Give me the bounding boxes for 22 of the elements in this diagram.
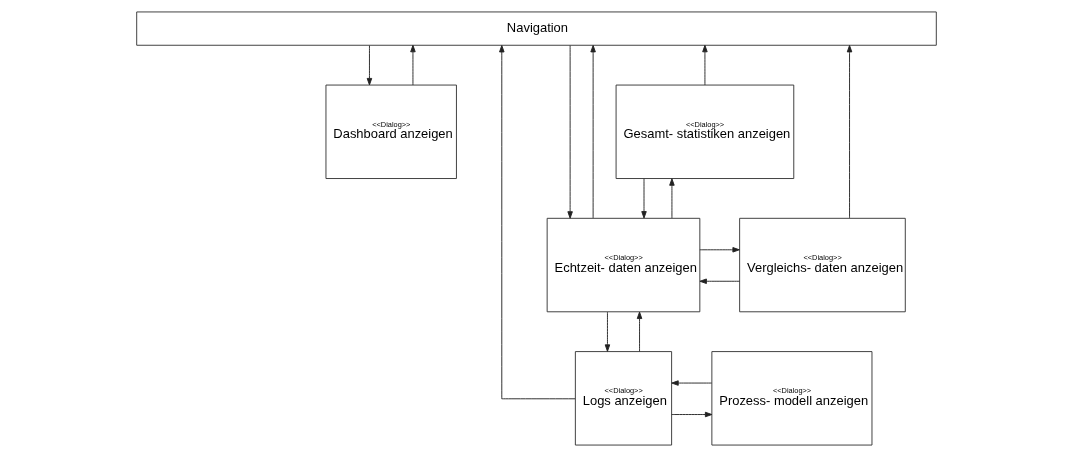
arrow [668,178,675,219]
node-box: <<Dialog>> Echtzeit- daten anzeigen [546,217,700,313]
node-box: <<Dialog>> Gesamt- statistiken anzeigen [615,84,794,179]
arrow [670,380,712,386]
node-box: <<Dialog>> Dashboard anzeigen [325,84,457,179]
arrow [498,45,575,400]
node-box: Navigation [135,11,937,46]
arrow [409,44,416,86]
arrow [698,278,740,284]
node-box: <<Dialog>> Prozess- modell anzeigen [710,351,872,446]
arrow [604,311,610,352]
arrow [636,311,642,352]
arrow [698,247,740,253]
arrow [846,44,852,219]
node-box: <<Dialog>> Vergleichs- daten anzeigen [738,217,906,313]
arrow [701,44,708,86]
arrow [366,45,372,86]
arrow [589,44,596,219]
arrow [640,178,647,219]
node-box: <<Dialog>> Logs anzeigen [574,351,672,446]
arrow [670,411,712,418]
arrow [566,45,573,219]
